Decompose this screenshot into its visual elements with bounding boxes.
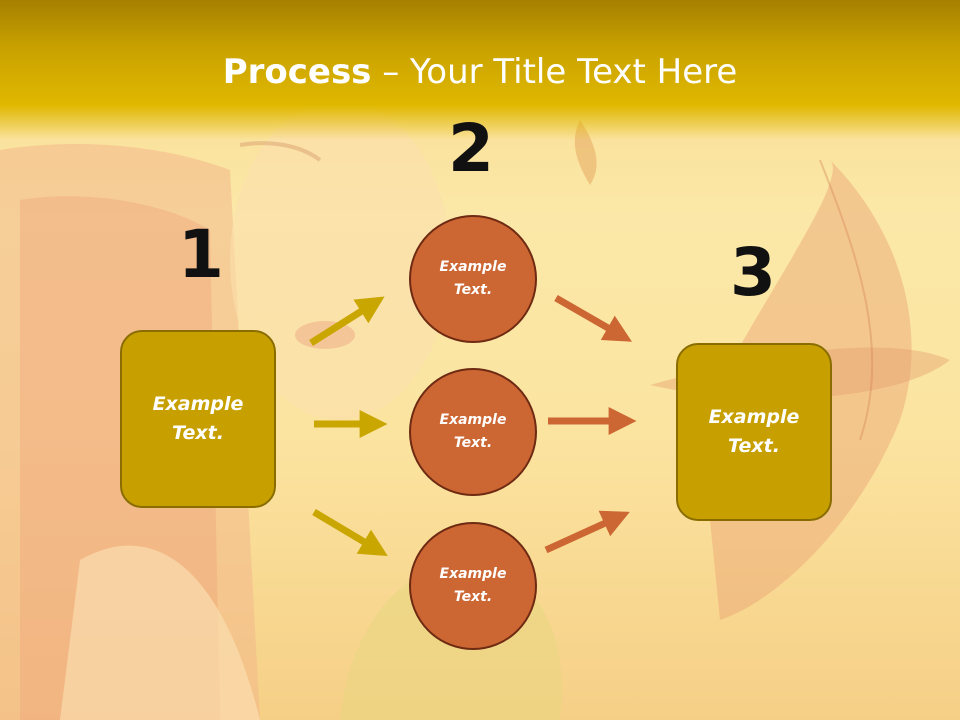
circle-middle-line1: Example [439, 412, 507, 428]
leaf-vein-shape [819, 159, 874, 441]
arrow-from-bottom-circle [544, 510, 630, 554]
step-number-2: 2 [448, 110, 494, 187]
step-3-line1: Example [708, 406, 800, 428]
circle-bottom-line1: Example [439, 566, 507, 582]
step-2-circle-bottom: Example Text. [409, 522, 537, 650]
step-number-3: 3 [730, 234, 776, 311]
step-1-line2: Text. [172, 422, 224, 444]
step-3-box: Example Text. [676, 343, 832, 521]
step-2-circle-top: Example Text. [409, 215, 537, 343]
shoulder-shape [60, 545, 260, 720]
title-rest: – Your Title Text Here [371, 52, 738, 92]
step-number-1: 1 [178, 216, 224, 293]
title-bold: Process [222, 52, 372, 92]
step-3-line2: Text. [728, 435, 780, 457]
slide-title: Process – Your Title Text Here [0, 52, 960, 92]
eye-shape [239, 141, 322, 162]
title-bar [0, 0, 960, 140]
circle-middle-line2: Text. [453, 435, 493, 451]
step-1-line1: Example [152, 393, 244, 415]
arrow-to-top-circle [309, 296, 385, 346]
arrow-to-bottom-circle [312, 508, 388, 557]
circle-bottom-line2: Text. [453, 589, 493, 605]
step-2-circle-middle: Example Text. [409, 368, 537, 496]
step-1-box: Example Text. [120, 330, 276, 508]
circle-top-line2: Text. [453, 282, 493, 298]
circle-top-line1: Example [439, 259, 507, 275]
face-shape [230, 100, 450, 420]
arrow-from-top-circle [554, 294, 632, 342]
